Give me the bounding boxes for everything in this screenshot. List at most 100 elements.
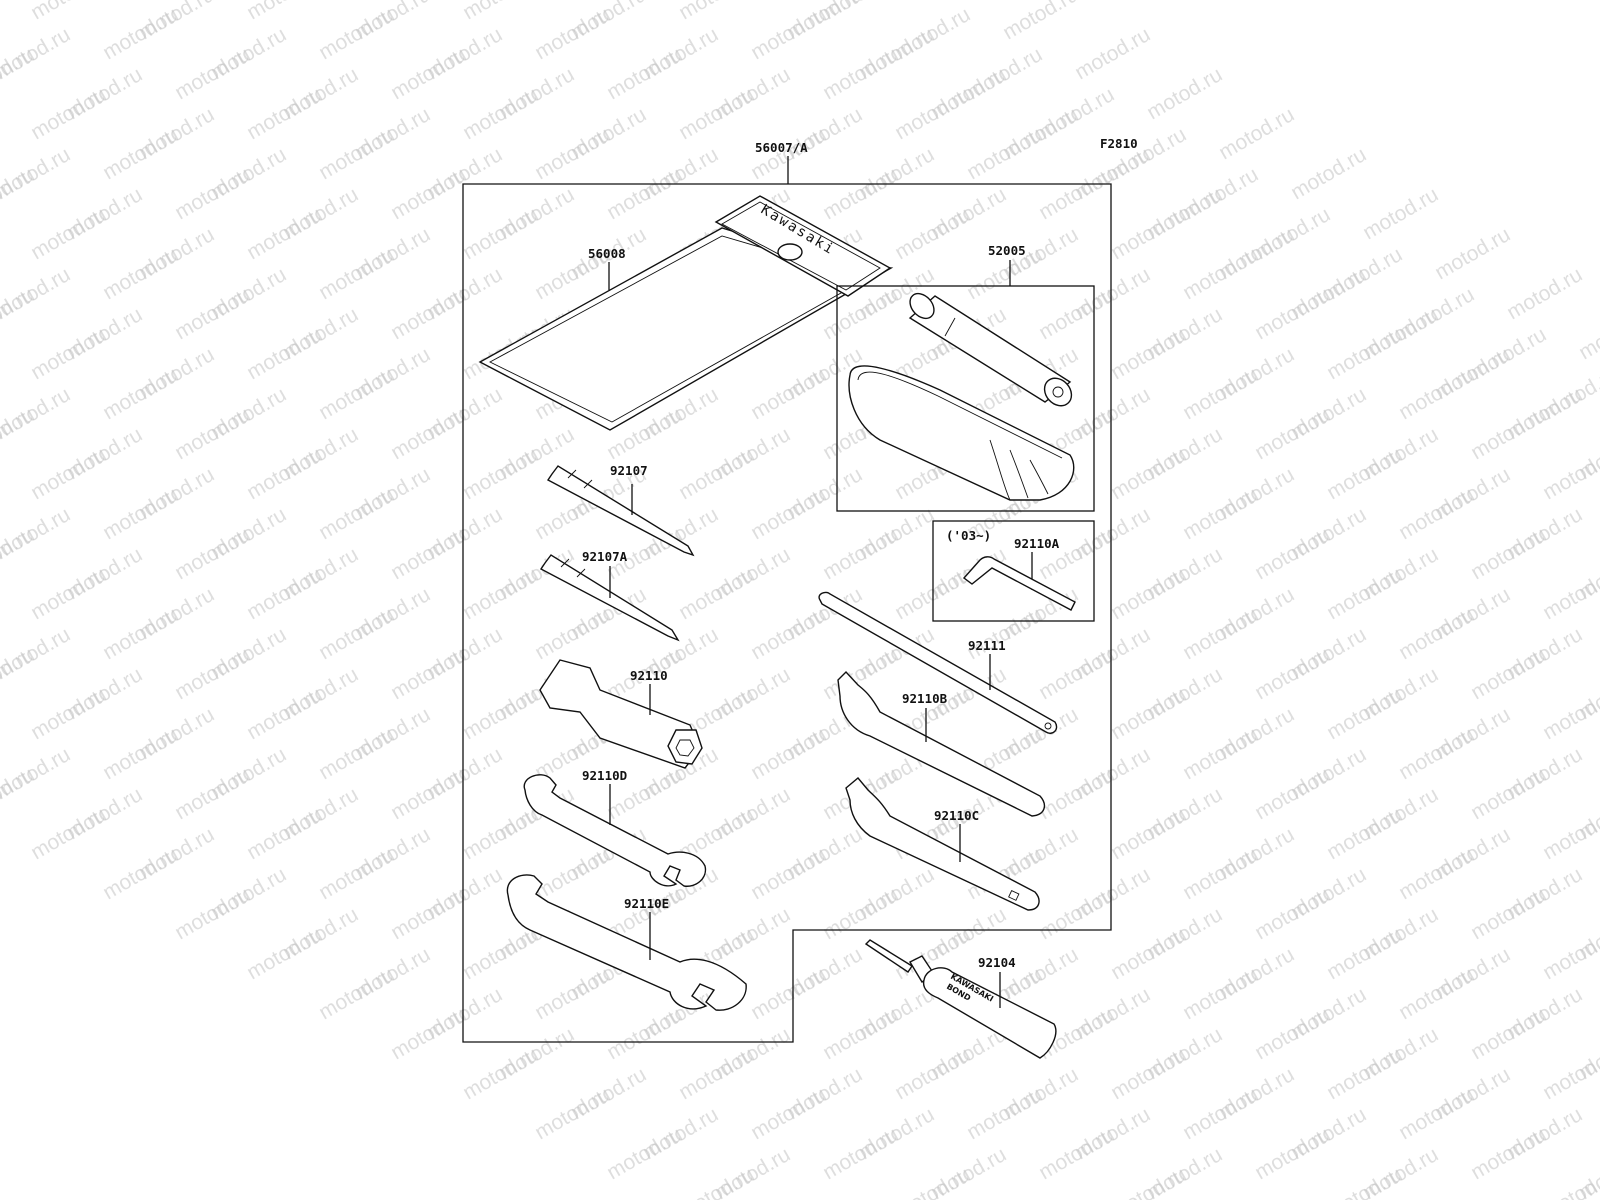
watermark: motod.ru [819, 1123, 902, 1184]
watermark: motod.ru [387, 763, 470, 824]
watermark: motod.ru [819, 163, 902, 224]
watermark: motod.ru [1179, 723, 1262, 784]
watermark: motod.ru [819, 883, 902, 944]
label-handle-bar: 92111 [968, 638, 1006, 653]
watermark: motod.ru [387, 643, 470, 704]
watermark: motod.ru [1035, 1123, 1118, 1184]
label-kit: 56007/A [755, 140, 808, 155]
watermark: motod.ru [1179, 1083, 1262, 1144]
watermark: motod.ru [99, 723, 182, 784]
watermark: motod.ru [1467, 763, 1550, 824]
label-pump: 52005 [988, 243, 1026, 258]
watermark: motod.ru [963, 123, 1046, 184]
label-hex-key: 92110A [1014, 536, 1060, 551]
watermark: motod.ru [27, 563, 110, 624]
watermark: motod.ru [963, 603, 1046, 664]
hex-key[interactable]: ('03~) 92110A [932, 520, 1095, 622]
watermark: motod.ru [1035, 883, 1118, 944]
hook-spanner-b[interactable]: 92110B [837, 670, 1046, 817]
watermark: motod.ru [1107, 1043, 1190, 1104]
open-wrench-small[interactable]: 92110D [523, 768, 707, 887]
watermark: motod.ru [603, 43, 686, 104]
watermark: motod.ru [315, 123, 398, 184]
watermark: motod.ru [459, 563, 542, 624]
watermark: motod.ru [315, 363, 398, 424]
label-pouch: 56008 [588, 246, 626, 261]
watermark: motod.ru [27, 323, 110, 384]
watermark: motod.ru [243, 203, 326, 264]
bond-tube[interactable]: KAWASAKI BOND 92104 [864, 939, 1057, 1059]
watermark: motod.ru [1179, 363, 1262, 424]
watermark: motod.ru [1467, 1123, 1550, 1184]
watermark: motod.ru [243, 563, 326, 624]
watermark: motod.ru [1035, 163, 1118, 224]
watermark: motod.ru [1395, 603, 1478, 664]
label-bond: 92104 [978, 955, 1016, 970]
watermark: motod.ru [1323, 683, 1406, 744]
watermark: motod.ru [1323, 923, 1406, 984]
watermark: motod.ru [459, 203, 542, 264]
watermark: motod.ru [1503, 263, 1586, 324]
watermark: motod.ru [1215, 103, 1298, 164]
hook-spanner-c[interactable]: 92110C [845, 777, 1040, 911]
watermark: motod.ru [1539, 683, 1600, 744]
watermark: motod.ru [1287, 143, 1370, 204]
watermark: motod.ru [1251, 283, 1334, 344]
watermark: motod.ru [675, 83, 758, 144]
watermark: motod.ru [1107, 203, 1190, 264]
watermark: motod.ru [27, 203, 110, 264]
watermark: motod.ru [747, 3, 830, 64]
watermark: motod.ru [603, 1003, 686, 1064]
watermark: motod.ru [1251, 1003, 1334, 1064]
open-wrench-large[interactable]: 92110E [506, 874, 747, 1011]
watermark: motod.ru [1467, 523, 1550, 584]
spark-plug-wrench[interactable]: 92110 [539, 659, 703, 769]
watermark: motod.ru [1251, 523, 1334, 584]
watermark: motod.ru [1539, 1163, 1600, 1200]
watermark: motod.ru [1395, 363, 1478, 424]
watermark: motod.ru [891, 203, 974, 264]
watermark: motod.ru [459, 0, 542, 24]
watermark: motod.ru [171, 43, 254, 104]
watermark: motod.ru [1395, 843, 1478, 904]
watermark: motod.ru [1395, 1083, 1478, 1144]
watermark: motod.ru [1107, 683, 1190, 744]
watermark: motod.ru [747, 603, 830, 664]
watermark: motod.ru [315, 243, 398, 304]
handle-bar[interactable]: 92111 [818, 591, 1058, 734]
watermark: motod.ru [1035, 643, 1118, 704]
watermark: motod.ru [819, 523, 902, 584]
watermark: motod.ru [243, 803, 326, 864]
screwdriver-bit[interactable]: 92107A [539, 549, 680, 642]
watermark: motod.ru [243, 323, 326, 384]
watermark: motod.ru [243, 923, 326, 984]
watermark: motod.ru [459, 1043, 542, 1104]
hex-key-note: ('03~) [946, 528, 991, 543]
watermark: motod.ru [1539, 563, 1600, 624]
watermark: motod.ru [1467, 643, 1550, 704]
watermark: motod.ru [1431, 223, 1514, 284]
watermark: motod.ru [171, 643, 254, 704]
kit-boundary: 56007/A [462, 140, 1112, 1043]
watermark: motod.ru [747, 723, 830, 784]
watermark: motod.ru [1035, 523, 1118, 584]
watermark: motod.ru [459, 83, 542, 144]
watermark: motod.ru [99, 243, 182, 304]
watermark: motod.ru [459, 923, 542, 984]
watermark: motod.ru [531, 843, 614, 904]
watermark: motod.ru [1323, 1163, 1406, 1200]
watermark: motod.ru [387, 523, 470, 584]
pump-set[interactable]: 52005 [836, 243, 1095, 512]
watermark: motod.ru [1107, 923, 1190, 984]
watermark: motod.ru [1539, 923, 1600, 984]
watermark: motod.ru [675, 563, 758, 624]
watermark: motod.ru [1107, 1163, 1190, 1200]
watermark: motod.ru [171, 403, 254, 464]
watermark: motod.ru [1539, 443, 1600, 504]
watermark: motod.ru [603, 1123, 686, 1184]
tool-pouch[interactable]: Kawasaki 56008 [478, 195, 894, 431]
screwdriver-grip[interactable]: 92107 [546, 463, 695, 557]
